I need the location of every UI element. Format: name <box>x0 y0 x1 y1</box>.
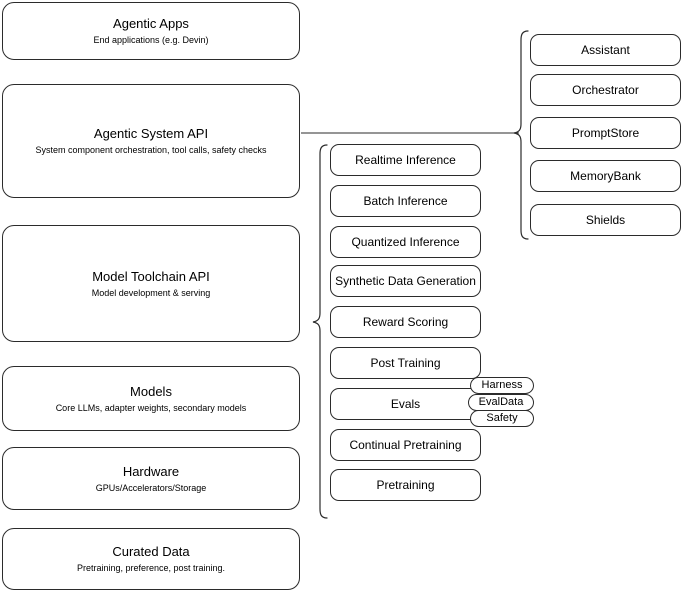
toolchain-item-realtime-inference[interactable]: Realtime Inference <box>330 144 481 176</box>
toolchain-item-label: Quantized Inference <box>351 234 460 249</box>
layer-subtitle: End applications (e.g. Devin) <box>93 35 209 45</box>
layer-subtitle: Pretraining, preference, post training. <box>76 563 226 573</box>
agentic-system-item-memorybank[interactable]: MemoryBank <box>530 160 681 192</box>
toolchain-item-label: Reward Scoring <box>362 314 449 329</box>
agentic-system-item-label: PromptStore <box>571 125 640 140</box>
agentic-system-item-label: MemoryBank <box>570 168 641 183</box>
toolchain-item-label: Synthetic Data Generation <box>335 273 476 288</box>
layer-subtitle: Model development & serving <box>91 287 211 298</box>
toolchain-item-continual-pretraining[interactable]: Continual Pretraining <box>330 429 481 461</box>
layer-subtitle: GPUs/Accelerators/Storage <box>95 482 207 493</box>
evals-badge-label: EvalData <box>478 396 524 408</box>
toolchain-item-batch-inference[interactable]: Batch Inference <box>330 185 481 217</box>
evals-badge-harness[interactable]: Harness <box>470 377 534 394</box>
layer-title: Curated Data <box>112 544 190 559</box>
brace-model-toolchain <box>312 144 328 519</box>
evals-badge-safety[interactable]: Safety <box>470 410 534 427</box>
layer-box-agentic-system-api[interactable]: Agentic System API System component orch… <box>2 84 300 198</box>
layer-title: Hardware <box>122 463 180 479</box>
layer-box-agentic-apps[interactable]: Agentic Apps End applications (e.g. Devi… <box>2 2 300 60</box>
layer-title: Agentic System API <box>93 126 209 141</box>
toolchain-item-label: Batch Inference <box>363 193 448 208</box>
evals-badge-label: Safety <box>486 412 518 424</box>
layer-title: Models <box>130 383 172 399</box>
toolchain-item-post-training[interactable]: Post Training <box>330 347 481 379</box>
layer-box-model-toolchain-api[interactable]: Model Toolchain API Model development & … <box>2 225 300 342</box>
toolchain-item-label: Post Training <box>370 355 441 370</box>
toolchain-item-evals[interactable]: Evals <box>330 388 481 420</box>
agentic-system-item-orchestrator[interactable]: Orchestrator <box>530 74 681 106</box>
layer-title: Agentic Apps <box>113 16 189 31</box>
agentic-system-item-assistant[interactable]: Assistant <box>530 34 681 66</box>
layer-title: Model Toolchain API <box>92 268 210 284</box>
agentic-system-item-promptstore[interactable]: PromptStore <box>530 117 681 149</box>
agentic-system-item-label: Shields <box>585 212 626 227</box>
toolchain-item-reward-scoring[interactable]: Reward Scoring <box>330 306 481 338</box>
toolchain-item-label: Pretraining <box>376 477 435 492</box>
layer-subtitle: System component orchestration, tool cal… <box>35 145 267 155</box>
toolchain-item-label: Continual Pretraining <box>349 437 462 452</box>
agentic-system-item-label: Assistant <box>581 42 630 57</box>
layer-subtitle: Core LLMs, adapter weights, secondary mo… <box>55 402 247 413</box>
evals-badge-evaldata[interactable]: EvalData <box>468 394 534 411</box>
toolchain-item-label: Evals <box>390 396 421 411</box>
agentic-system-item-shields[interactable]: Shields <box>530 204 681 236</box>
brace-agentic-system <box>513 30 529 240</box>
toolchain-item-pretraining[interactable]: Pretraining <box>330 469 481 501</box>
layer-box-models[interactable]: Models Core LLMs, adapter weights, secon… <box>2 366 300 431</box>
toolchain-item-quantized-inference[interactable]: Quantized Inference <box>330 226 481 258</box>
toolchain-item-synthetic-data-generation[interactable]: Synthetic Data Generation <box>330 265 481 297</box>
evals-badge-label: Harness <box>481 379 523 391</box>
layer-box-hardware[interactable]: Hardware GPUs/Accelerators/Storage <box>2 447 300 510</box>
toolchain-item-label: Realtime Inference <box>355 152 456 167</box>
layer-box-curated-data[interactable]: Curated Data Pretraining, preference, po… <box>2 528 300 590</box>
agentic-system-item-label: Orchestrator <box>572 82 639 97</box>
